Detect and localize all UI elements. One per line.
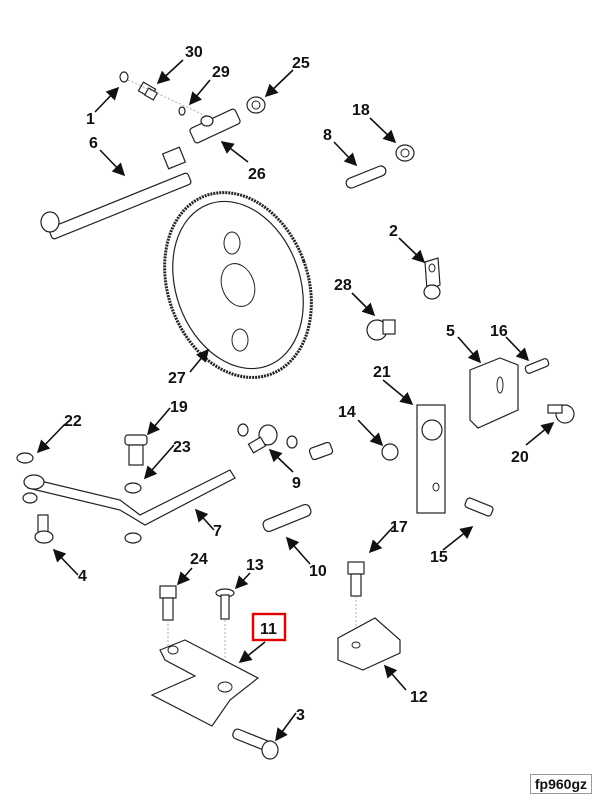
- part-8-stud[interactable]: [345, 164, 388, 189]
- callout-16[interactable]: 16: [490, 323, 508, 340]
- callout-29[interactable]: 29: [212, 64, 230, 81]
- part-11-plate[interactable]: [150, 639, 260, 727]
- part-24-bolt[interactable]: [159, 585, 177, 621]
- callout-24[interactable]: 24: [190, 551, 208, 568]
- part-6-tube[interactable]: [40, 146, 192, 240]
- callout-14[interactable]: 14: [338, 404, 356, 421]
- callout-5[interactable]: 5: [446, 323, 455, 340]
- part-7-tube[interactable]: [22, 469, 236, 526]
- part-27-gear[interactable]: [140, 172, 337, 398]
- part-19-bolt[interactable]: [124, 434, 148, 466]
- callout-20[interactable]: 20: [511, 449, 529, 466]
- callout-12[interactable]: 12: [410, 689, 428, 706]
- part-4-bolt[interactable]: [34, 514, 54, 544]
- part-3-bolt[interactable]: [232, 728, 279, 760]
- part-13-screw[interactable]: [215, 588, 235, 620]
- callout-13[interactable]: 13: [246, 557, 264, 574]
- part-22-washer[interactable]: [16, 452, 34, 464]
- part-17-bolt[interactable]: [347, 561, 365, 597]
- callout-27[interactable]: 27: [168, 370, 186, 387]
- callout-17[interactable]: 17: [390, 519, 408, 536]
- callout-30[interactable]: 30: [185, 44, 203, 61]
- callout-1[interactable]: 1: [86, 111, 95, 128]
- part-16-bolt[interactable]: [524, 358, 550, 374]
- leader-lines: [36, 59, 555, 742]
- part-21-arm[interactable]: [416, 404, 446, 514]
- callout-labels: 1 2 3 4 5 6 7 8 9 10 11 12 13 14 15 16 1…: [64, 44, 529, 724]
- callout-19[interactable]: 19: [170, 399, 188, 416]
- callout-9[interactable]: 9: [292, 475, 301, 492]
- part-10-fitting[interactable]: [262, 503, 313, 533]
- part-9-banjo[interactable]: [237, 423, 334, 461]
- callout-7[interactable]: 7: [213, 523, 222, 540]
- callout-26[interactable]: 26: [248, 166, 266, 183]
- part-30-fitting[interactable]: [137, 81, 159, 101]
- part-25-nut[interactable]: [246, 96, 266, 114]
- callout-8[interactable]: 8: [323, 127, 332, 144]
- callout-11[interactable]: 11: [260, 621, 277, 638]
- callout-15[interactable]: 15: [430, 549, 448, 566]
- callout-28[interactable]: 28: [334, 277, 352, 294]
- part-28-plug[interactable]: [366, 319, 396, 341]
- callout-23[interactable]: 23: [173, 439, 191, 456]
- part-1-oring[interactable]: [119, 71, 129, 83]
- part-5-bracket[interactable]: [469, 357, 519, 429]
- callout-25[interactable]: 25: [292, 55, 310, 72]
- highlight-box: [251, 612, 287, 642]
- part-20-bolt[interactable]: [547, 404, 575, 424]
- callout-3[interactable]: 3: [296, 707, 305, 724]
- part-14-nut[interactable]: [381, 443, 399, 461]
- part-26-tee[interactable]: [189, 108, 241, 144]
- part-12-block[interactable]: [337, 617, 401, 671]
- callout-18[interactable]: 18: [352, 102, 370, 119]
- callout-21[interactable]: 21: [373, 364, 391, 381]
- callout-10[interactable]: 10: [309, 563, 327, 580]
- part-18-nut[interactable]: [395, 144, 415, 162]
- part-2-clip[interactable]: [423, 257, 441, 300]
- callout-6[interactable]: 6: [89, 135, 98, 152]
- callout-4[interactable]: 4: [78, 568, 87, 585]
- part-29-oring[interactable]: [178, 106, 186, 116]
- callout-2[interactable]: 2: [389, 223, 398, 240]
- part-23-washer[interactable]: [124, 482, 142, 544]
- part-15-bolt[interactable]: [464, 497, 494, 517]
- callout-22[interactable]: 22: [64, 413, 82, 430]
- figure-id-label: fp960gz: [529, 774, 592, 794]
